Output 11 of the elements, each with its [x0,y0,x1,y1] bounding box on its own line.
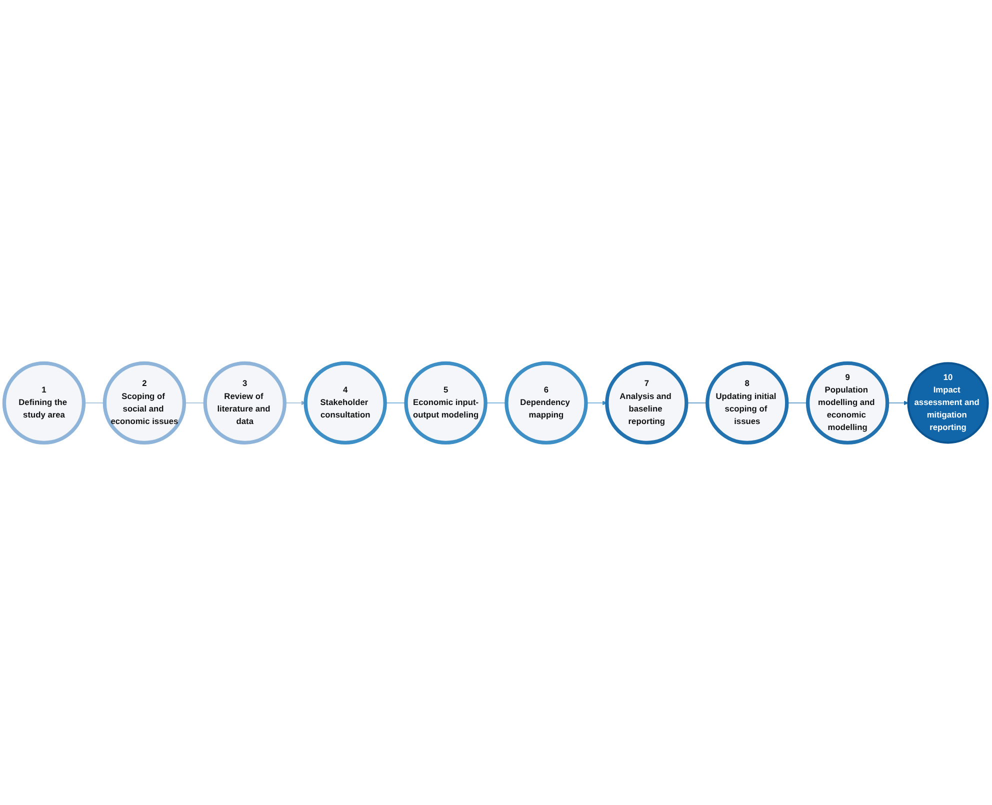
node-circle: 4 Stakeholder consultation [304,360,387,444]
node-circle: 2 Scoping of social and economic issues [102,360,186,444]
node-circle: 8 Updating initial scoping of issues [706,360,789,444]
arrow [887,400,908,405]
node-circle: 5 Economic input-output modeling [404,360,488,444]
node-circle: 3 Review of literature and data [203,360,286,444]
node-circle: 9 Population modelling and economic modelling [806,360,890,444]
node-circle: 10 Impact assessment and mitigation reporting [907,362,989,444]
node-circle: 7 Analysis and baseline reporting [605,360,688,444]
node-circle: 6 Dependency mapping [504,360,588,444]
node-circle: 1 Defining the study area [2,360,86,444]
